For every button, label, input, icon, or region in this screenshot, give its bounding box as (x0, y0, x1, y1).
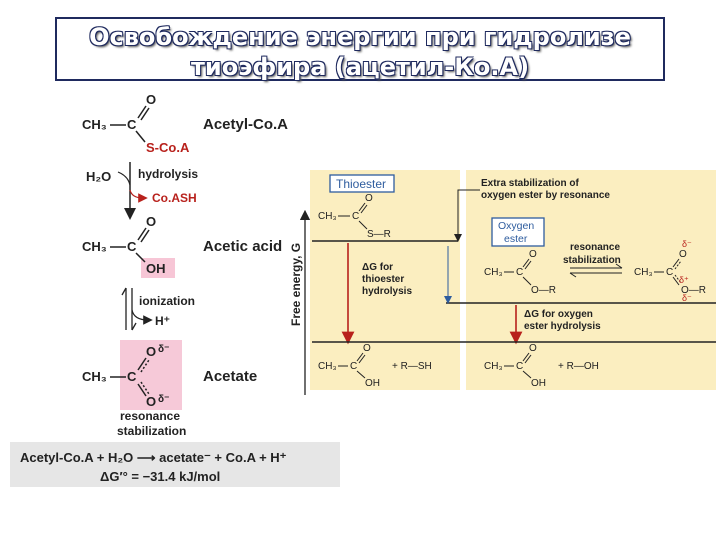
extra-arrow (454, 189, 480, 242)
acetate-res-2: stabilization (117, 424, 186, 438)
acetate-o2: O (146, 394, 156, 409)
acetate-highlight (120, 340, 182, 410)
p1-c: C (350, 361, 357, 372)
acetate-delta-1: δ⁻ (158, 344, 169, 355)
acetate-ch3: CH₃ (82, 369, 107, 384)
res-ch3: CH₃ (634, 267, 653, 278)
thioester-box-label: Thioester (336, 177, 386, 191)
dg-oxy-2: ester hydrolysis (524, 321, 601, 332)
equation-line-2: ΔG′° = −31.4 kJ/mol (100, 469, 220, 484)
oxy-o: O (529, 249, 537, 260)
acetate-res-1: resonance (120, 409, 180, 423)
oxyester-box (491, 217, 545, 247)
thio-c: C (352, 211, 359, 222)
y-axis-label: Free energy, G (289, 243, 303, 326)
p1-oh: OH (365, 378, 380, 389)
acetyl-coa-structure: CH₃ C O (82, 92, 156, 143)
thio-ch3: CH₃ (318, 211, 337, 222)
p2-ch3: CH₃ (484, 361, 503, 372)
dg-thio-1: ΔG for (362, 262, 393, 273)
ionization-label: ionization (139, 294, 195, 308)
thioester-box (329, 174, 395, 193)
res-o: O (679, 249, 687, 260)
p2-c: C (516, 361, 523, 372)
title-line-1: Освобождение энергии при гидролизе (89, 23, 631, 51)
acetylcoa-sco: S-Co.A (146, 140, 190, 155)
dg-thio-3: hydrolysis (362, 286, 412, 297)
p2-plus: + R—OH (558, 361, 599, 372)
acetylcoa-name: Acetyl-Co.A (203, 116, 288, 133)
extra-label-2: oxygen ester by resonance (481, 190, 610, 201)
oxyester-box-label-1: Oxygen (498, 220, 534, 232)
res-or: O—R (681, 285, 706, 296)
p2-o: O (529, 343, 537, 354)
p2-oh: OH (531, 378, 546, 389)
title-frame (55, 17, 665, 81)
extra-label-1: Extra stabilization of (481, 178, 579, 189)
p1-o: O (363, 343, 371, 354)
equation-panel (10, 442, 340, 487)
acetate-name: Acetate (203, 368, 257, 385)
slide-title: Освобождение энергии при гидролизе тиоэф… (55, 22, 665, 82)
resonance-label-2: stabilization (563, 255, 621, 266)
acetylcoa-ch3: CH₃ (82, 117, 107, 132)
thio-sr: S—R (367, 229, 391, 240)
coash-label: Co.ASH (152, 191, 197, 205)
h2o-label: H₂O (86, 169, 111, 184)
acetylcoa-o: O (146, 92, 156, 107)
acetate-delta-2: δ⁻ (158, 394, 169, 405)
h-plus-label: H⁺ (155, 314, 170, 328)
acetate-structure: CH₃ C O δ⁻ O δ⁻ (82, 344, 169, 409)
acetate-o1: O (146, 344, 156, 359)
p1-ch3: CH₃ (318, 361, 337, 372)
oxyester-box-label-2: ester (504, 233, 528, 245)
oxy-c: C (516, 267, 523, 278)
hydrolysis-label: hydrolysis (138, 167, 198, 181)
res-delta-3: δ⁻ (682, 293, 692, 303)
oxy-or: O—R (531, 285, 556, 296)
thioester-structure: CH₃ C O S—R (318, 193, 391, 240)
oxyester-panel (466, 170, 716, 390)
product-1-structure: CH₃ C O OH + R—SH (318, 343, 432, 389)
acetic-o: O (146, 214, 156, 229)
equation-line-1: Acetyl-Co.A + H₂O ⟶ acetate⁻ + Co.A + H⁺ (20, 450, 287, 465)
acetic-ch3: CH₃ (82, 239, 107, 254)
acetylcoa-c: C (127, 117, 137, 132)
thioester-panel (310, 170, 460, 390)
oxy-ch3: CH₃ (484, 267, 503, 278)
res-c: C (666, 267, 673, 278)
dg-oxy-1: ΔG for oxygen (524, 309, 593, 320)
acetic-oh: OH (146, 261, 166, 276)
resonance-label-1: resonance (570, 242, 620, 253)
p1-plus: + R—SH (392, 361, 432, 372)
acetic-acid-structure: CH₃ C O OH (82, 214, 166, 276)
oh-highlight (141, 258, 175, 278)
dg-thio-2: thioester (362, 274, 404, 285)
acetic-c: C (127, 239, 137, 254)
acetic-name: Acetic acid (203, 238, 282, 255)
product-2-structure: CH₃ C O OH + R—OH (484, 343, 599, 389)
oxyester-structure: CH₃ C O O—R (484, 249, 556, 296)
res-delta-2: δ⁺ (679, 275, 689, 285)
title-line-2: тиоэфира (ацетил-Ко.А) (190, 53, 530, 81)
resonance-form-structure: CH₃ C O δ⁻ O—R δ⁺ δ⁻ (634, 239, 706, 303)
res-delta-1: δ⁻ (682, 239, 692, 249)
thio-o: O (365, 193, 373, 204)
acetate-c: C (127, 369, 137, 384)
